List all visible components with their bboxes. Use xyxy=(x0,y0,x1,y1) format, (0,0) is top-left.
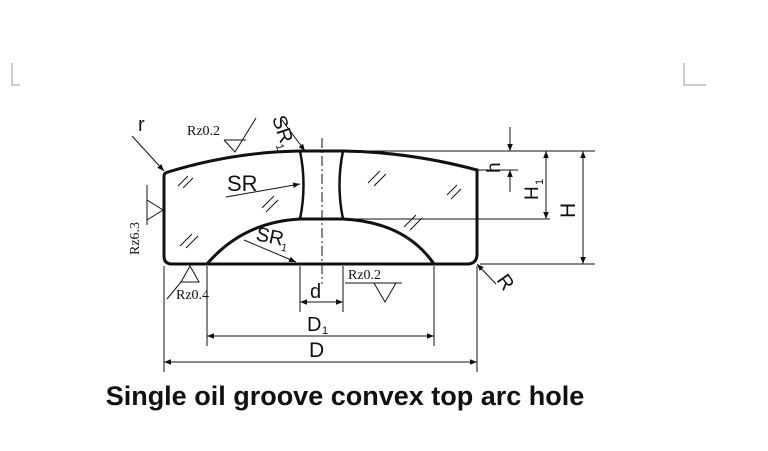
h1-label-group: H 1 xyxy=(522,179,546,200)
h-small-label: h xyxy=(484,162,505,173)
section-hatching xyxy=(177,170,462,249)
roughness-label-bottom-left: Rz0.4 xyxy=(176,288,209,303)
center-hole-left-wall xyxy=(298,150,305,220)
h1-label: H xyxy=(522,186,543,200)
roughness-label-bottom-right: Rz0.2 xyxy=(348,268,381,283)
sr-label: SR xyxy=(227,171,258,196)
body-outline xyxy=(162,149,479,266)
center-hole-right-wall xyxy=(338,150,345,220)
bottom-extension-lines xyxy=(163,266,478,372)
sr1-top-label: SR xyxy=(267,113,297,146)
roughness-symbol-top xyxy=(223,117,257,153)
r-corner-label: R xyxy=(492,270,518,294)
r-corner-leader xyxy=(476,263,497,285)
roughness-label-left: Rz6.3 xyxy=(128,222,143,255)
page-corner-mark-right xyxy=(683,63,706,86)
d1-label: D xyxy=(307,314,321,336)
sr1-top-leader xyxy=(281,119,306,152)
right-extension-lines xyxy=(343,150,595,265)
roughness-symbol-bottom-left xyxy=(166,264,200,300)
roughness-label-top: Rz0.2 xyxy=(187,124,220,139)
sr1-top-group: SR 1 xyxy=(267,113,297,152)
roughness-symbol-bottom-right xyxy=(345,282,402,303)
sr-leader xyxy=(225,182,301,198)
sr1-bottom-leader xyxy=(243,239,297,263)
sr1-top-subscript: 1 xyxy=(273,142,286,152)
sr1-bottom-subscript: 1 xyxy=(280,242,288,255)
d-outer-label: D xyxy=(309,339,324,362)
roughness-symbol-left xyxy=(146,185,164,225)
d1-subscript: 1 xyxy=(322,325,328,337)
page-corner-mark-left xyxy=(11,63,20,86)
d-label: d xyxy=(310,281,321,303)
diagram-caption: Single oil groove convex top arc hole xyxy=(105,381,585,411)
h1-subscript: 1 xyxy=(534,179,546,185)
bottom-arc-cavity xyxy=(205,217,436,265)
h-label: H xyxy=(557,203,580,218)
r-leader xyxy=(131,135,165,172)
sr1-bottom-group: SR 1 xyxy=(254,223,288,255)
r-label: r xyxy=(138,114,145,136)
